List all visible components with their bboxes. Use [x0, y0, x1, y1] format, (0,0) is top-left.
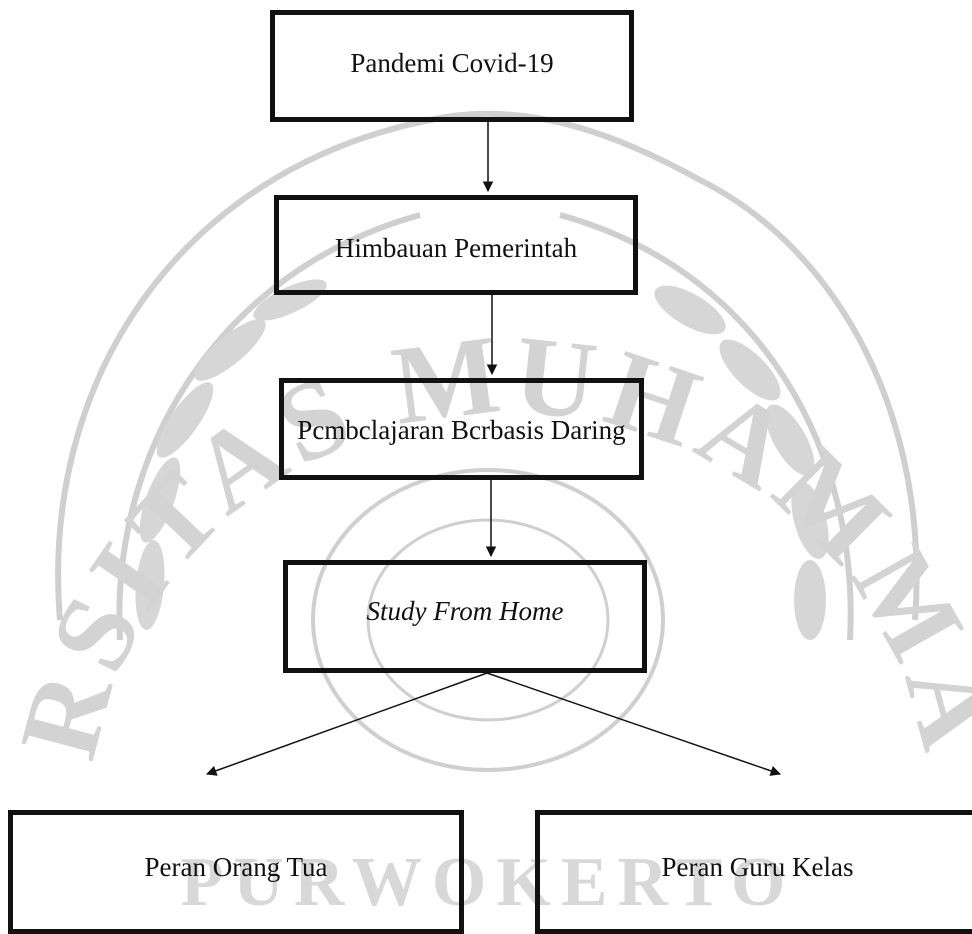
node-pandemic-label: Pandemi Covid-19 [350, 48, 554, 78]
node-parents-role: Peran Orang Tua [8, 810, 464, 934]
node-parents-role-label: Peran Orang Tua [144, 852, 328, 882]
node-online-learning-label: Pcmbclajaran Bcrbasis Daring [297, 415, 626, 445]
arrow-sfh-to-teacher [486, 672, 781, 776]
node-government-appeal: Himbauan Pemerintah [274, 195, 638, 295]
arrow-sfh-to-parents [206, 672, 488, 776]
node-study-from-home-label: Study From Home [366, 596, 564, 626]
node-study-from-home: Study From Home [283, 560, 647, 673]
node-online-learning: Pcmbclajaran Bcrbasis Daring [279, 378, 644, 480]
watermark-bottom-text: PURWOKERTO [181, 844, 796, 921]
node-government-appeal-label: Himbauan Pemerintah [334, 233, 578, 263]
node-pandemic: Pandemi Covid-19 [270, 10, 634, 122]
node-teacher-role-label: Peran Guru Kelas [661, 852, 854, 882]
node-teacher-role: Peran Guru Kelas [535, 810, 972, 934]
